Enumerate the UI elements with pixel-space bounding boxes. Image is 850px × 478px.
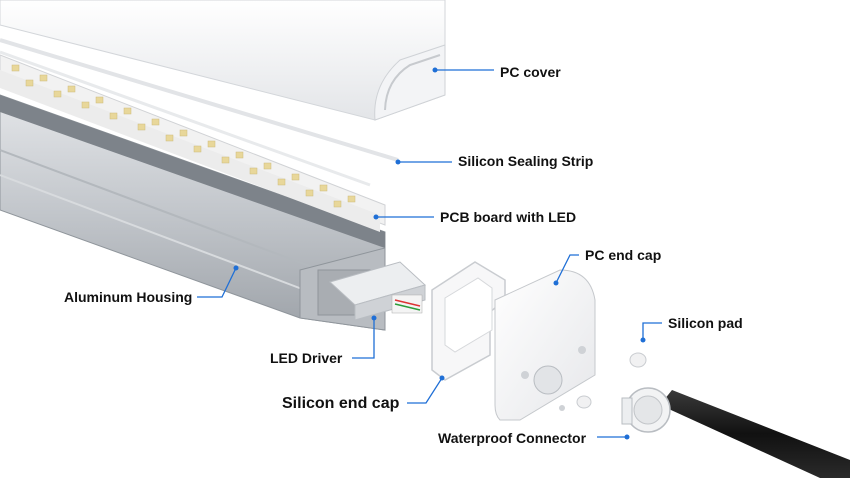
led-chips — [11, 64, 356, 208]
label-pc-cover: PC cover — [500, 64, 561, 80]
silicon-end-cap-part — [431, 261, 506, 381]
silicon-sealing-strip-part — [0, 38, 399, 187]
callout-lines — [197, 69, 662, 438]
label-led-driver: LED Driver — [270, 350, 343, 366]
silicon-pad-part — [576, 352, 647, 409]
callout-dots — [233, 67, 646, 440]
callout-pc-end-cap — [555, 254, 579, 284]
label-silicon-end-cap: Silicon end cap — [282, 395, 400, 412]
waterproof-connector-part — [621, 387, 850, 478]
label-pc-end-cap: PC end cap — [585, 247, 662, 263]
label-silicon-sealing-strip: Silicon Sealing Strip — [458, 153, 594, 169]
pc-end-cap-part — [494, 269, 596, 421]
label-pcb-board: PCB board with LED — [440, 209, 577, 225]
label-waterproof-connector: Waterproof Connector — [438, 430, 587, 446]
callout-silicon-pad — [642, 322, 662, 340]
label-aluminum-housing: Aluminum Housing — [64, 289, 193, 305]
aluminum-housing-part — [0, 94, 386, 331]
pc-cover-part — [0, 0, 446, 121]
label-silicon-pad: Silicon pad — [668, 315, 743, 331]
led-driver-part — [329, 261, 426, 321]
pcb-board-part — [0, 54, 386, 232]
callout-led-driver — [352, 318, 375, 359]
callout-aluminum — [197, 267, 237, 298]
callout-silicon-end-cap — [407, 377, 443, 404]
